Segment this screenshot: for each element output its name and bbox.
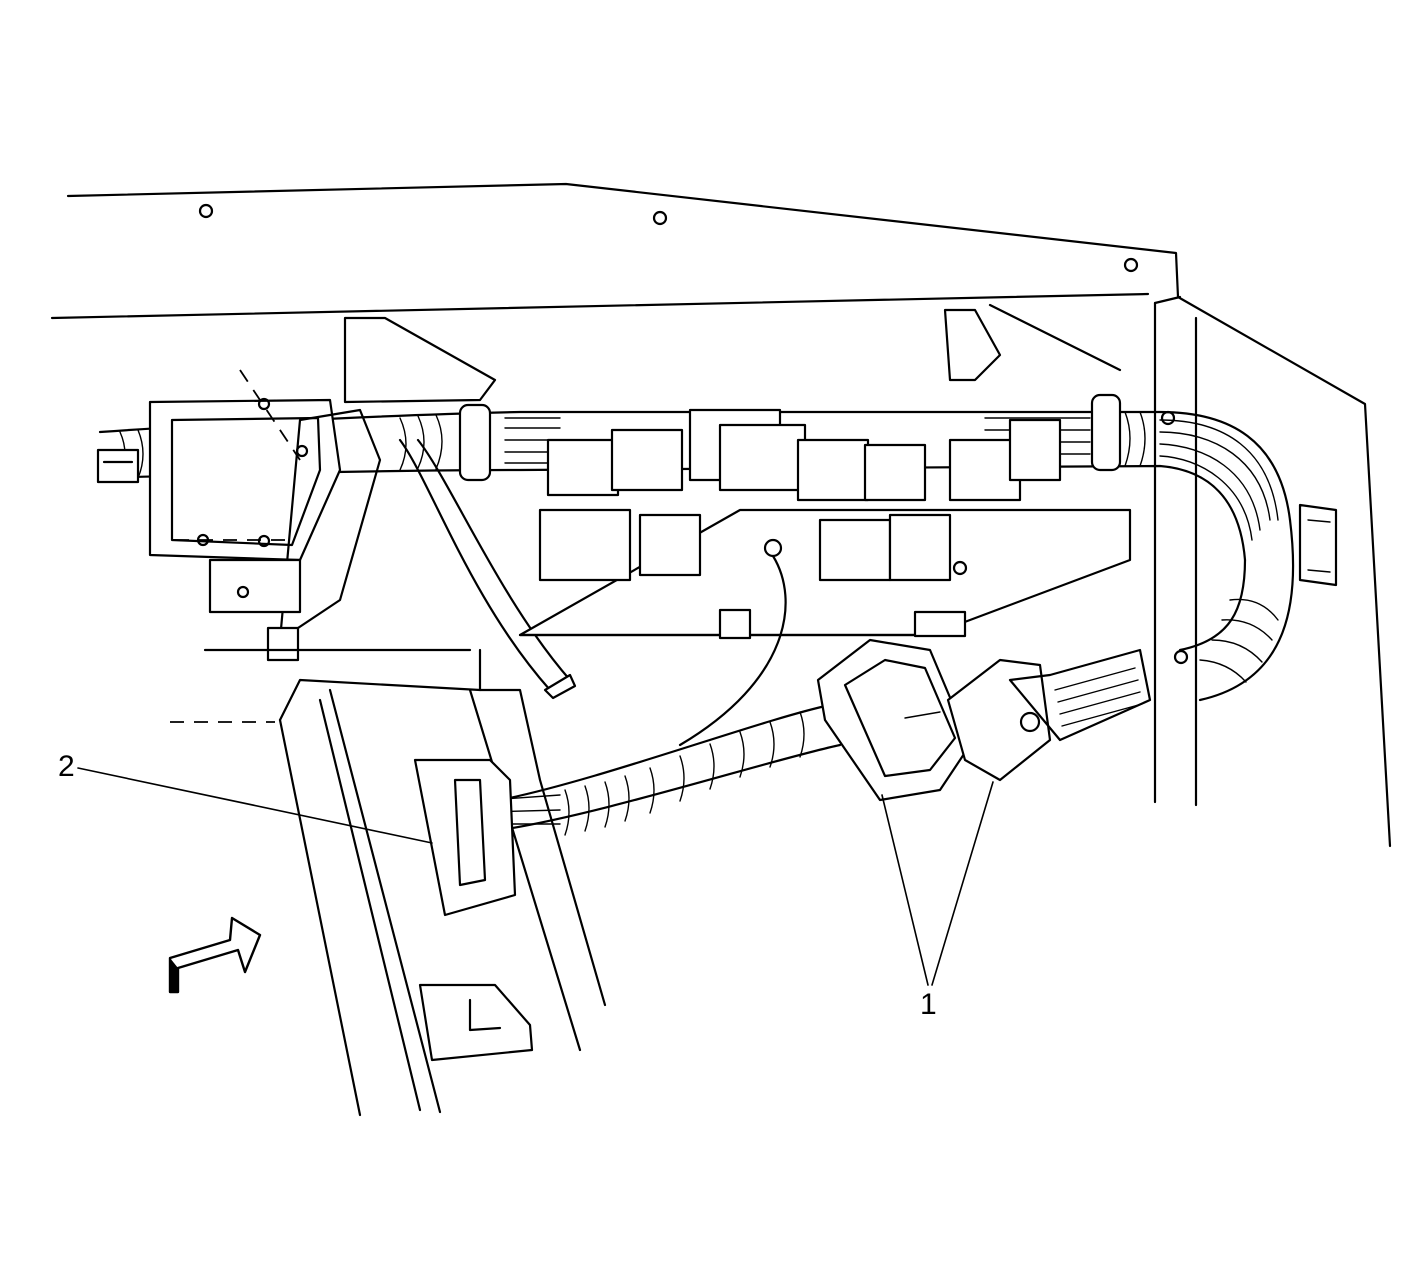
lower-harness-branch <box>489 703 842 836</box>
connector-2 <box>413 758 517 917</box>
hanging-cable <box>398 438 577 700</box>
instrument-panel-top <box>50 182 1392 848</box>
module-1a <box>816 638 972 802</box>
direction-arrow <box>168 916 262 994</box>
callout-2-label: 2 <box>58 750 75 783</box>
left-relay-bracket <box>148 316 497 662</box>
callout-leaders <box>77 767 994 986</box>
center-relay-block <box>518 303 1132 747</box>
right-side-panel <box>1153 295 1198 807</box>
module-1b <box>946 648 1152 782</box>
kick-panel <box>170 648 607 1117</box>
callout-1-label: 1 <box>920 988 937 1021</box>
main-harness-trunk <box>96 393 1338 702</box>
